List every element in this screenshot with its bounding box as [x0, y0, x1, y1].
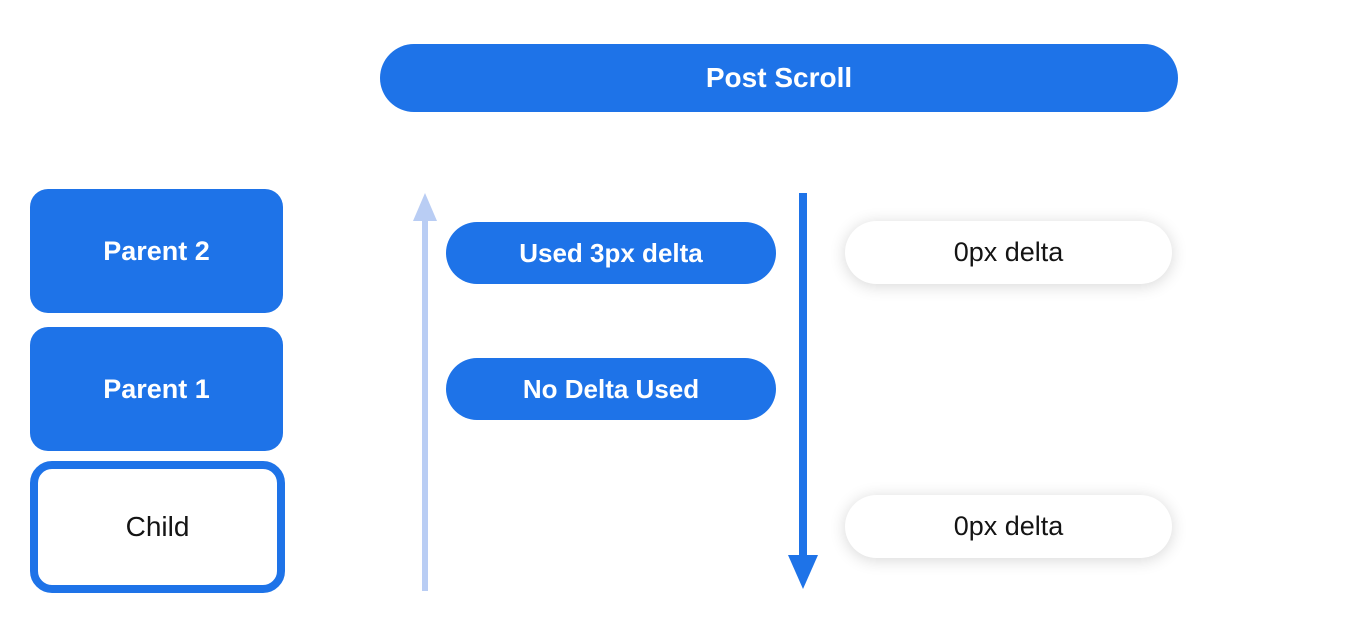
up-arrow-icon [413, 193, 437, 591]
post-scroll-header-pill: Post Scroll [380, 44, 1178, 112]
child-box: Child [30, 461, 285, 593]
used-3px-delta-pill: Used 3px delta [446, 222, 776, 284]
parent-1-box: Parent 1 [30, 327, 283, 451]
no-delta-used-pill: No Delta Used [446, 358, 776, 420]
zero-px-delta-pill-bottom: 0px delta [845, 495, 1172, 558]
parent-2-box: Parent 2 [30, 189, 283, 313]
zero-px-delta-pill-top: 0px delta [845, 221, 1172, 284]
down-arrow-icon [788, 193, 818, 589]
